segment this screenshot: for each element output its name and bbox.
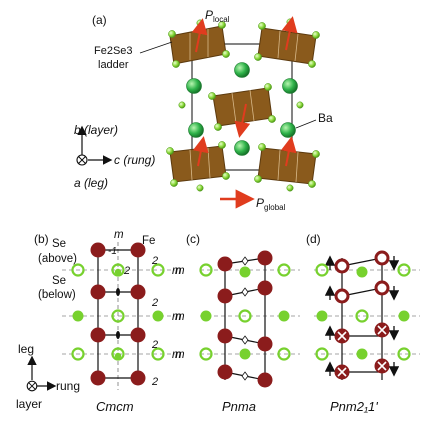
mirror-label-c-3: m: [172, 349, 182, 361]
axes-panel-a: [76, 125, 113, 166]
mirror-label-c-2: m: [172, 311, 182, 323]
se-above-d: [315, 263, 411, 361]
fe-atoms-d-cross: [334, 322, 390, 380]
ba-leader-line: [295, 119, 317, 129]
panel-c-letter: (c): [186, 232, 200, 246]
panel-b: (b) Se (above) Se (below) Fe m -1: [34, 229, 185, 414]
fe2se3-label: Fe2Se3: [94, 45, 133, 57]
ladder-label: ladder: [98, 59, 129, 71]
se-above-label-1: Se: [52, 238, 66, 250]
panel-d-letter: (d): [306, 232, 321, 246]
p-local-arrows: [191, 16, 298, 167]
se-below-label-2: (below): [38, 289, 76, 301]
se-above-label-2: (above): [38, 253, 77, 265]
axis-b-label: b (layer): [74, 123, 118, 137]
two-fold-markers-b: [116, 288, 120, 339]
ba-label: Ba: [318, 111, 333, 125]
two-fold-label-3: 2: [151, 297, 158, 309]
caption-pnm211: Pnm2₁1': [330, 399, 378, 414]
panel-b-letter: (b): [34, 232, 49, 246]
mirror-label-row-1: m: [175, 265, 185, 277]
panel-d: (d): [306, 232, 420, 414]
se-below-label-1: Se: [52, 275, 66, 287]
ladder-leader-line: [139, 41, 173, 54]
p-global-label: Pglobal: [256, 196, 286, 212]
fe-atoms-c: [217, 250, 273, 388]
inversion-centers-c: [241, 256, 249, 381]
mirror-label-top: m: [114, 229, 124, 241]
caption-pnma: Pnma: [222, 399, 256, 414]
bottom-axis-layer: layer: [16, 397, 42, 411]
bottom-axes: [26, 355, 57, 392]
mirror-label-c-1: m: [172, 265, 182, 277]
panel-c: (c) m m m: [172, 232, 300, 414]
se-above-b: [71, 263, 165, 361]
p-local-label: Plocal: [205, 8, 230, 24]
inversion-label: -1: [108, 246, 117, 257]
unit-cell: [191, 43, 293, 171]
two-fold-label-4: 2: [151, 339, 158, 351]
caption-cmcm: Cmcm: [96, 399, 134, 414]
axis-c-label: c (rung): [114, 153, 155, 167]
se-below-d: [316, 266, 410, 360]
bottom-axis-rung: rung: [56, 379, 80, 393]
two-fold-label-2: 2: [123, 265, 130, 277]
fe-atoms-b: [90, 242, 146, 386]
fe-atoms-d-open: [334, 250, 390, 304]
se-below-b: [72, 268, 164, 360]
two-fold-label-5: 2: [151, 376, 158, 388]
mirror-label-row-3: m: [175, 349, 185, 361]
ba-atoms: [186, 62, 298, 156]
spin-arrows-d: [324, 255, 400, 377]
two-fold-label-1: 2: [151, 255, 158, 267]
bottom-axis-leg: leg: [18, 342, 34, 356]
axis-a-label: a (leg): [74, 176, 108, 190]
panel-a: (a): [74, 8, 333, 212]
se-below-c: [200, 266, 290, 360]
fe-label: Fe: [142, 235, 155, 247]
mirror-label-row-2: m: [175, 311, 185, 323]
se-above-c: [199, 263, 291, 361]
panel-a-letter: (a): [92, 13, 107, 27]
